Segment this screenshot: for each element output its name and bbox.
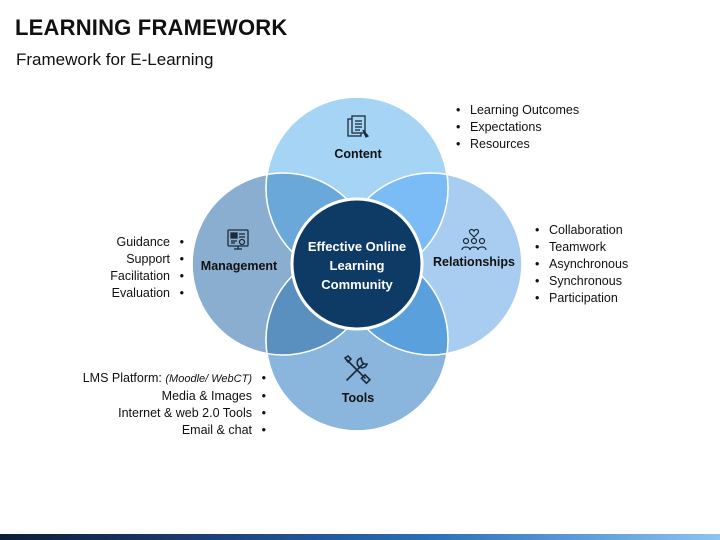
document-icon [347, 115, 370, 138]
tools-icon [343, 354, 372, 385]
footer-bar [0, 534, 720, 540]
list-item: Facilitation [110, 268, 184, 285]
list-item: Teamwork [535, 239, 628, 256]
management-label: Management [201, 259, 278, 273]
tools-list: LMS Platform: (Moodle/ WebCT) Media & Im… [83, 370, 266, 439]
center-circle [290, 197, 424, 331]
lms-note: (Moodle/ WebCT) [165, 373, 252, 385]
content-label: Content [334, 147, 382, 161]
dashboard-icon [227, 229, 249, 250]
list-item: Support [110, 251, 184, 268]
list-item: Asynchronous [535, 256, 628, 273]
list-item: Collaboration [535, 222, 628, 239]
relationships-list: Collaboration Teamwork Asynchronous Sync… [535, 222, 628, 307]
page-subtitle: Framework for E-Learning [16, 50, 214, 69]
relationships-label: Relationships [433, 255, 515, 269]
center-label-line1: Effective Online [308, 239, 406, 254]
list-item: Synchronous [535, 273, 628, 290]
page-title: LEARNING FRAMEWORK [15, 15, 288, 40]
list-item: Email & chat [83, 422, 266, 439]
lms-label: LMS Platform: [82, 371, 162, 385]
center-label-line3: Community [321, 277, 393, 292]
list-item: Participation [535, 290, 628, 307]
center-label-line2: Learning [330, 258, 385, 273]
list-item: Guidance [110, 234, 184, 251]
content-list: Learning Outcomes Expectations Resources [456, 102, 579, 153]
list-item: Expectations [456, 119, 579, 136]
tools-label: Tools [342, 391, 374, 405]
list-item: Media & Images [83, 388, 266, 405]
management-list: Guidance Support Facilitation Evaluation [110, 234, 184, 302]
list-item: Internet & web 2.0 Tools [83, 405, 266, 422]
list-item: Evaluation [110, 285, 184, 302]
list-item: LMS Platform: (Moodle/ WebCT) [83, 370, 266, 388]
list-item: Learning Outcomes [456, 102, 579, 119]
team-icon [461, 228, 487, 251]
list-item: Resources [456, 136, 579, 153]
